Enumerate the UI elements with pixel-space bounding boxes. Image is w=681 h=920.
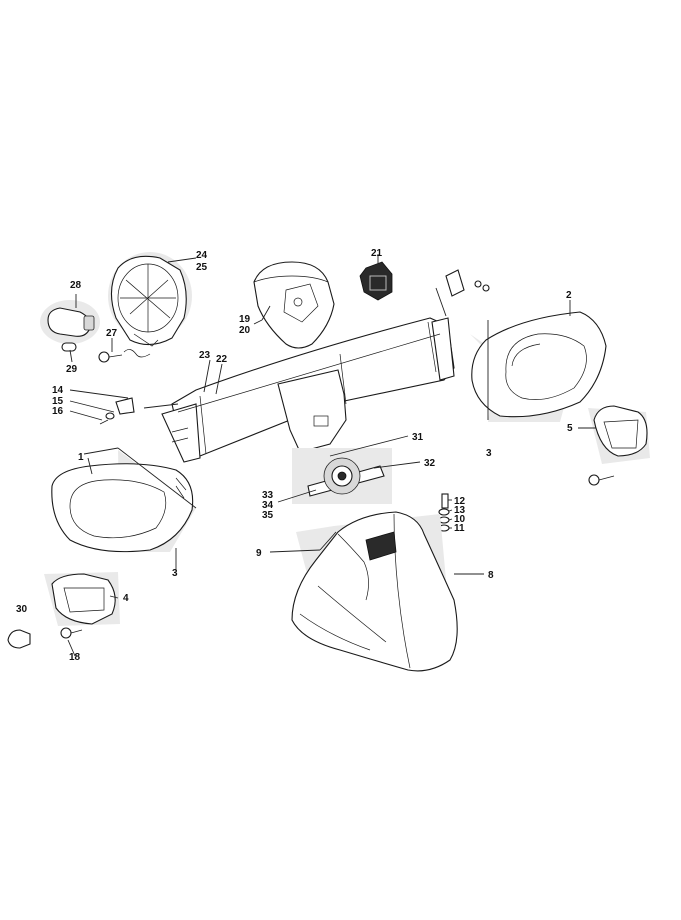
callout-9: 9 [256, 548, 262, 559]
callout-18: 18 [69, 652, 81, 663]
small-fasteners-14-16 [99, 397, 135, 425]
callout-13: 13 [454, 505, 466, 516]
callout-33: 33 [262, 490, 274, 501]
screw-18 [60, 627, 83, 639]
turn-indicator-right [588, 405, 650, 464]
callout-22: 22 [216, 354, 228, 365]
callout-25: 25 [196, 262, 208, 273]
logo-21 [359, 261, 393, 301]
center-cover [253, 261, 335, 349]
callout-34: 34 [262, 500, 274, 511]
callout-20: 20 [239, 325, 251, 336]
dash-panel [161, 317, 455, 463]
screw-27 [98, 349, 151, 363]
callout-12: 12 [454, 496, 466, 507]
buzzer-assembly [292, 448, 392, 504]
callout-16: 16 [52, 406, 64, 417]
headlight-unit [108, 252, 192, 347]
turn-indicator-left [44, 572, 120, 626]
instrument-frame-right [470, 311, 607, 422]
bulb-28 [40, 300, 100, 344]
callout-2: 2 [566, 290, 572, 301]
callout-14: 14 [52, 385, 64, 396]
front-shield [291, 511, 458, 672]
callout-1: 1 [78, 452, 84, 463]
callout-29: 29 [66, 364, 78, 375]
bulb-29 [61, 342, 77, 352]
callout-31: 31 [412, 432, 424, 443]
callout-32: 32 [424, 458, 436, 469]
callout-23: 23 [199, 350, 211, 361]
callout-10: 10 [454, 514, 466, 525]
callout-21: 21 [371, 248, 383, 259]
leader-lines [67, 254, 596, 657]
callout-30: 30 [16, 604, 28, 615]
callout-15: 15 [52, 396, 64, 407]
callout-3-left: 3 [172, 568, 178, 579]
bulb-30 [7, 629, 31, 649]
screw-right [588, 474, 615, 486]
callout-11: 11 [454, 523, 465, 534]
callout-24: 24 [196, 250, 208, 261]
callout-19: 19 [239, 314, 251, 325]
callout-28: 28 [70, 280, 82, 291]
bracket-top-right [445, 269, 490, 297]
callout-8: 8 [488, 570, 494, 581]
callout-4: 4 [123, 593, 129, 604]
callout-labels: 1 2 3 3 4 5 8 9 10 11 12 13 14 15 16 18 … [16, 248, 573, 663]
callout-5: 5 [567, 423, 573, 434]
callout-35: 35 [262, 510, 274, 521]
callout-27: 27 [106, 328, 118, 339]
instrument-frame-left [51, 450, 196, 553]
callout-3-right: 3 [486, 448, 492, 459]
